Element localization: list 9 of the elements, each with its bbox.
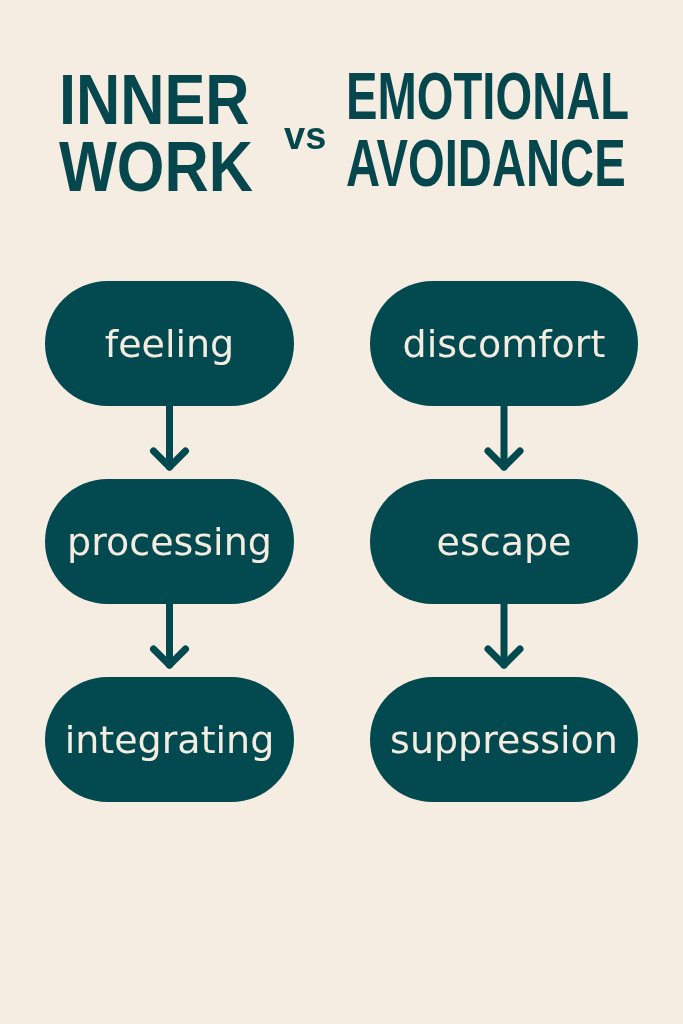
step-pill: feeling (45, 281, 294, 406)
step-pill: integrating (45, 677, 294, 802)
versus-label: vs (284, 117, 328, 155)
step-pill: processing (45, 479, 294, 604)
step-pill: escape (370, 479, 638, 604)
step-pill: discomfort (370, 281, 638, 406)
column-heading: EMOTIONAL AVOIDANCE (346, 63, 630, 197)
step-pill: suppression (370, 677, 638, 802)
column-heading: INNER WORK (59, 67, 254, 201)
